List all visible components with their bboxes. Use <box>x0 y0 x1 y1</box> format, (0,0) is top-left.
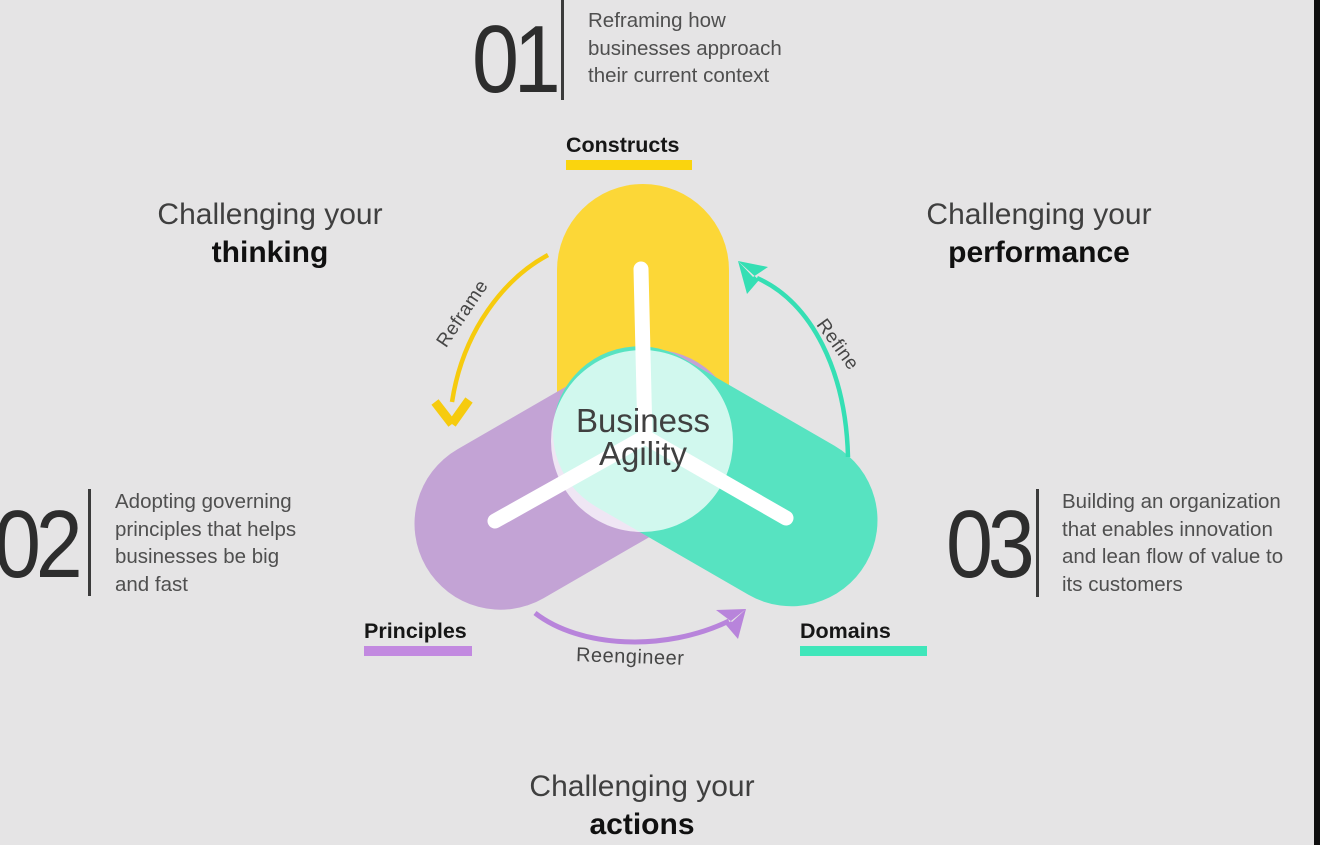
step-01-divider <box>561 0 564 100</box>
label-domains: Domains <box>800 618 927 656</box>
step-01-description: Reframing how businesses approach their … <box>588 9 782 87</box>
step-02-divider <box>88 489 91 596</box>
challenge-actions-bold: actions <box>589 808 695 841</box>
challenge-actions-light: Challenging your <box>529 770 755 803</box>
label-principles-underbar <box>364 646 472 656</box>
reengineer-arrow-arc <box>533 611 731 645</box>
label-constructs-underbar <box>566 160 692 170</box>
hub-title: Business Agility <box>543 404 743 470</box>
spoke-down-left <box>487 429 653 529</box>
challenge-thinking-light: Challenging your <box>157 198 383 231</box>
refine-arrowhead-icon <box>738 261 768 294</box>
refine-arrow-arc <box>756 275 851 458</box>
hub-title-line2: Agility <box>598 435 688 472</box>
step-01-number: 01 <box>472 6 561 113</box>
reengineer-arrowhead-icon <box>716 609 746 639</box>
label-domains-text: Domains <box>800 619 891 643</box>
label-constructs-text: Constructs <box>566 133 680 157</box>
challenge-thinking: Challenging your thinking <box>120 196 420 272</box>
step-02-number: 02 <box>0 491 83 598</box>
reframe-arrowhead-icon <box>431 397 473 427</box>
step-03-number: 03 <box>946 491 1035 598</box>
challenge-thinking-bold: thinking <box>211 236 329 269</box>
screen-edge-strip <box>1314 0 1320 845</box>
label-constructs: Constructs <box>566 132 692 170</box>
label-principles-text: Principles <box>364 619 467 643</box>
label-principles: Principles <box>364 618 472 656</box>
reframe-arrow-arc <box>449 253 550 403</box>
challenge-performance-light: Challenging your <box>926 198 1152 231</box>
reengineer-label: Reengineer <box>575 644 685 670</box>
hub-title-line1: Business <box>576 402 710 439</box>
step-02-description: Adopting governing principles that helps… <box>115 490 297 596</box>
challenge-performance: Challenging your performance <box>889 196 1189 272</box>
step-03-description: Building an organization that enables in… <box>1062 490 1284 596</box>
spoke-up <box>633 261 653 445</box>
challenge-actions: Challenging your actions <box>492 768 792 844</box>
spoke-down-right <box>637 429 794 526</box>
challenge-performance-bold: performance <box>948 236 1130 269</box>
step-03-divider <box>1036 489 1039 597</box>
label-domains-underbar <box>800 646 927 656</box>
